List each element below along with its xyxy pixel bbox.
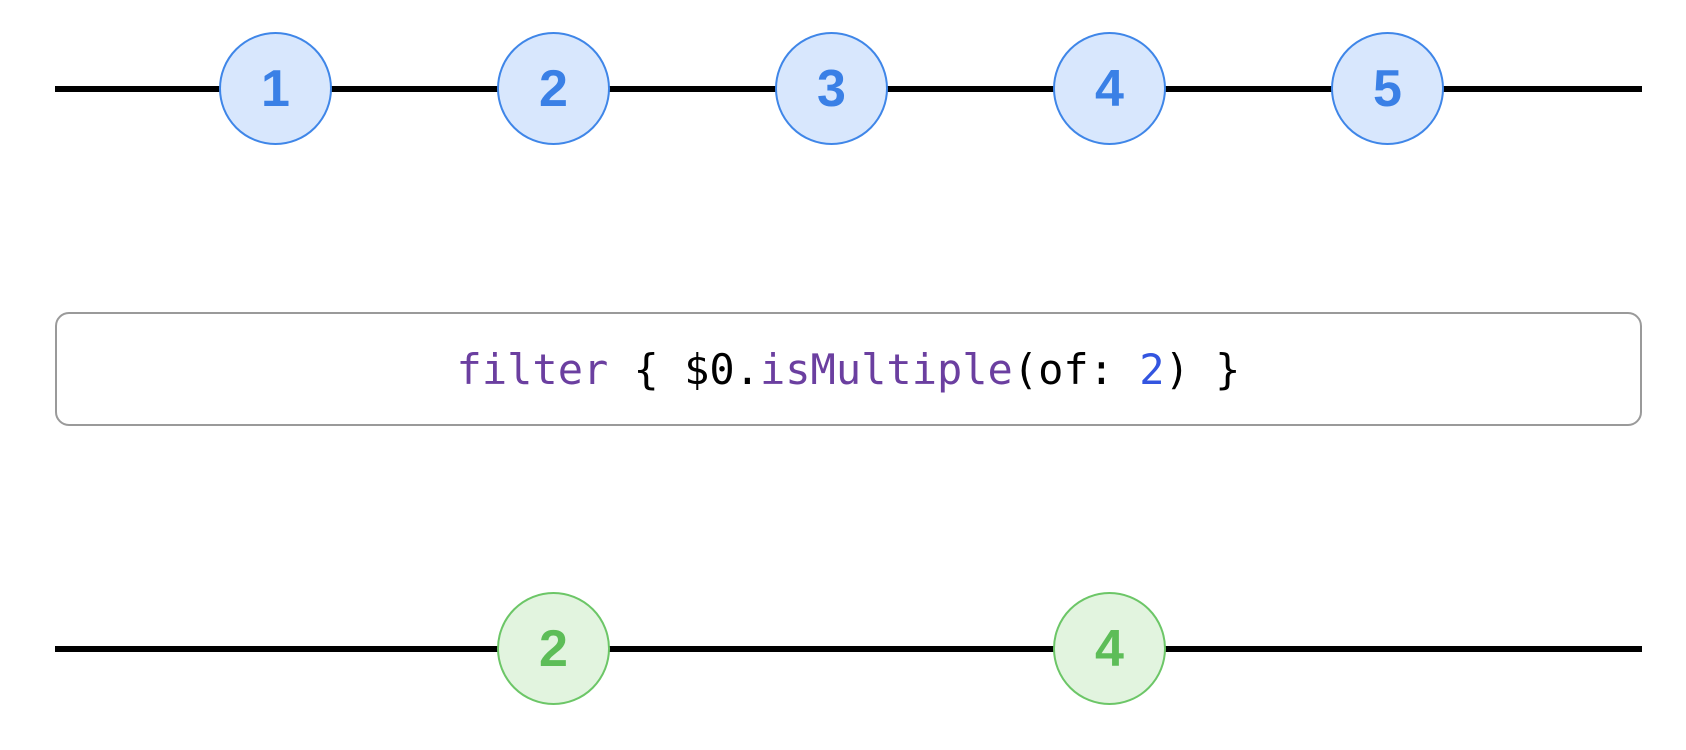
- operator-box: filter { $0.isMultiple(of: 2) }: [55, 312, 1642, 426]
- operator-token-args: (of:: [1012, 344, 1140, 394]
- output-timeline: [55, 646, 1642, 652]
- input-marble-1: 1: [219, 32, 332, 145]
- output-marble-4: 4: [1053, 592, 1166, 705]
- output-marble-2: 2: [497, 592, 610, 705]
- input-marble-4: 4: [1053, 32, 1166, 145]
- operator-token-closure-close: ) }: [1164, 344, 1241, 394]
- input-marble-2: 2: [497, 32, 610, 145]
- input-marble-5: 5: [1331, 32, 1444, 145]
- operator-token-method: isMultiple: [759, 344, 1013, 394]
- operator-token-number: 2: [1139, 344, 1165, 394]
- operator-token-filter: filter: [456, 344, 609, 394]
- input-marble-3: 3: [775, 32, 888, 145]
- operator-token-closure-open: { $0.: [608, 344, 760, 394]
